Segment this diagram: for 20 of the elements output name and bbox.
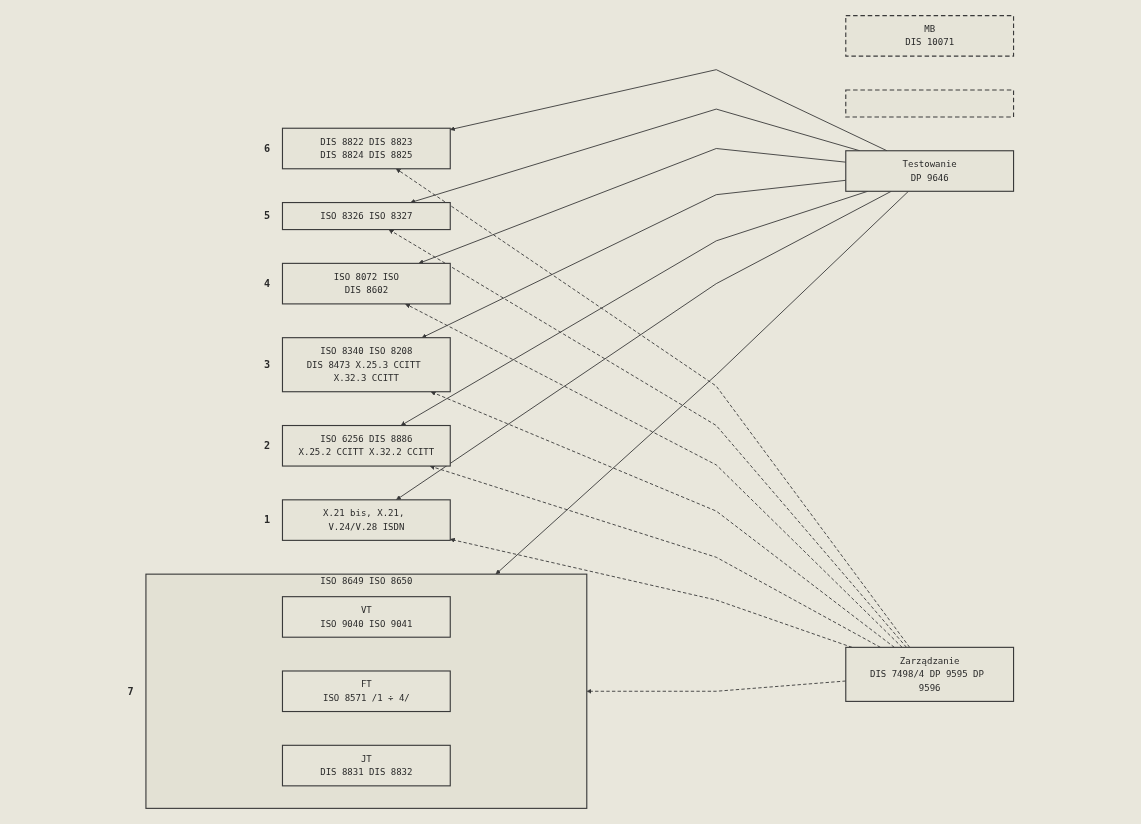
layer-number: 2 (263, 440, 271, 452)
node-box (845, 89, 1015, 118)
node-box: VT ISO 9040 ISO 9041 (281, 596, 451, 638)
node-box: Testowanie DP 9646 (845, 150, 1015, 192)
layer-number: 3 (263, 359, 271, 371)
node-box: X.21 bis, X.21, V.24/V.28 ISDN (281, 499, 451, 541)
layer-number: 1 (263, 514, 271, 526)
node-box: DIS 8822 DIS 8823 DIS 8824 DIS 8825 (281, 127, 451, 170)
layer-number: 4 (263, 278, 271, 289)
node-box: ISO 6256 DIS 8886 X.25.2 CCITT X.32.2 CCITT (281, 424, 451, 467)
node-box: ISO 8340 ISO 8208 DIS 8473 X.25.3 CCITT X.32.3 CCITT (281, 337, 451, 393)
node-box: ISO 8326 ISO 8327 (281, 202, 451, 231)
layer-number: 6 (263, 142, 271, 154)
layer-number: 7 (127, 685, 134, 697)
node-box: JT DIS 8831 DIS 8832 (281, 744, 451, 787)
layer-number: 5 (263, 210, 271, 222)
node-box: MB DIS 10071 (845, 15, 1015, 57)
node-box: FT ISO 8571 /1 ÷ 4/ (281, 670, 451, 713)
node-box: Zarządzanie DIS 7498/4 DP 9595 DP 9596 (845, 646, 1015, 702)
node-box: ISO 8072 ISO DIS 8602 (281, 262, 451, 305)
